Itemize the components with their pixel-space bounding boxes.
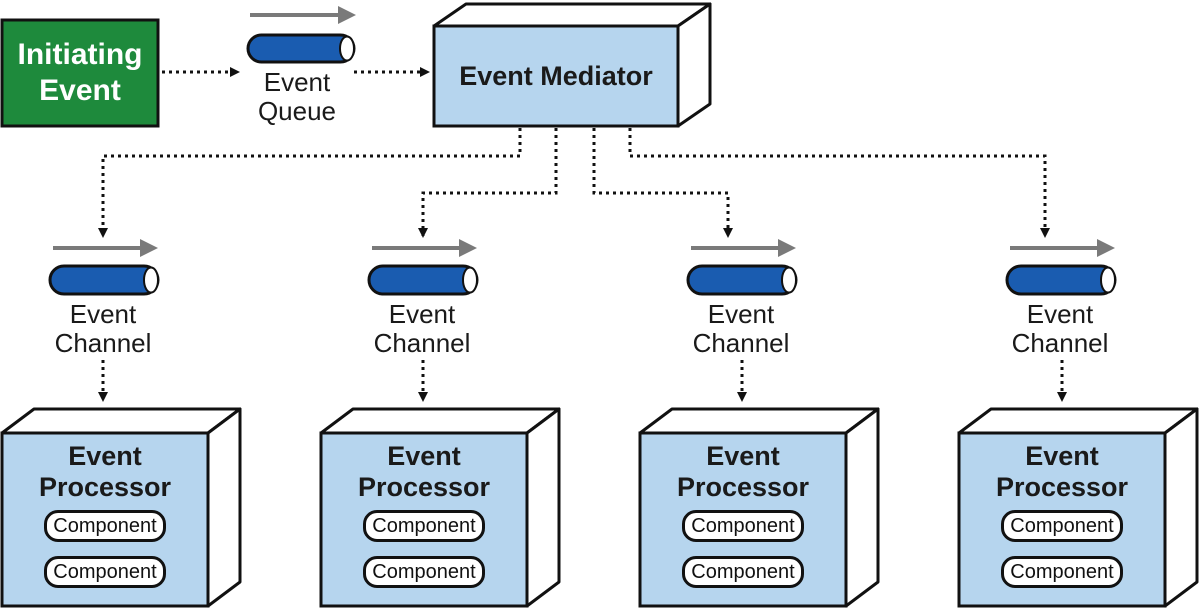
processor-title-line1: Event bbox=[706, 441, 780, 471]
event-processor-title: Event Processor bbox=[959, 441, 1165, 503]
channel-to-processor-connectors bbox=[98, 360, 1067, 402]
component-pill: Component bbox=[44, 510, 166, 542]
processor-title-line1: Event bbox=[1025, 441, 1099, 471]
event-processor-title: Event Processor bbox=[640, 441, 846, 503]
event-processor-title: Event Processor bbox=[321, 441, 527, 503]
channel-label-line2: Channel bbox=[692, 328, 790, 358]
channel-label-line1: Event bbox=[388, 299, 456, 329]
channel-label-line2: Channel bbox=[373, 328, 471, 358]
channel-pipe-icon bbox=[48, 239, 160, 296]
event-queue-line2: Queue bbox=[257, 96, 337, 126]
component-pill: Component bbox=[44, 556, 166, 588]
event-queue-label: Event Queue bbox=[232, 68, 362, 126]
component-pill: Component bbox=[682, 556, 804, 588]
processor-title-line2: Processor bbox=[38, 472, 172, 502]
event-mediator-label: Event Mediator bbox=[459, 60, 653, 91]
channel-pipe-icon bbox=[1005, 239, 1117, 296]
component-pill: Component bbox=[363, 510, 485, 542]
event-mediator-box bbox=[432, 2, 712, 128]
component-pill: Component bbox=[1001, 510, 1123, 542]
channel-label-line2: Channel bbox=[1011, 328, 1109, 358]
initiating-event-line2: Event bbox=[39, 74, 121, 107]
event-processor-title: Event Processor bbox=[2, 441, 208, 503]
event-queue-icon bbox=[246, 6, 356, 64]
processor-title-line2: Processor bbox=[676, 472, 810, 502]
mediator-to-channel-connectors bbox=[98, 128, 1050, 238]
initiating-event-line1: Initiating bbox=[17, 38, 143, 71]
processor-title-line2: Processor bbox=[357, 472, 491, 502]
event-channel-label: Event Channel bbox=[666, 300, 816, 358]
channel-label-line1: Event bbox=[69, 299, 137, 329]
initiating-event-box bbox=[0, 18, 160, 128]
event-channel-label: Event Channel bbox=[985, 300, 1135, 358]
processor-title-line1: Event bbox=[387, 441, 461, 471]
channel-label-line1: Event bbox=[1026, 299, 1094, 329]
component-pill: Component bbox=[682, 510, 804, 542]
channel-pipe-icon bbox=[367, 239, 479, 296]
processor-title-line2: Processor bbox=[995, 472, 1129, 502]
processor-title-line1: Event bbox=[68, 441, 142, 471]
channel-label-line2: Channel bbox=[54, 328, 152, 358]
component-pill: Component bbox=[363, 556, 485, 588]
event-channel-label: Event Channel bbox=[28, 300, 178, 358]
event-queue-line1: Event bbox=[263, 67, 331, 97]
event-channel-label: Event Channel bbox=[347, 300, 497, 358]
channel-label-line1: Event bbox=[707, 299, 775, 329]
initiating-event-label: Initiating Event bbox=[0, 20, 160, 126]
component-pill: Component bbox=[1001, 556, 1123, 588]
channel-pipe-icon bbox=[686, 239, 798, 296]
